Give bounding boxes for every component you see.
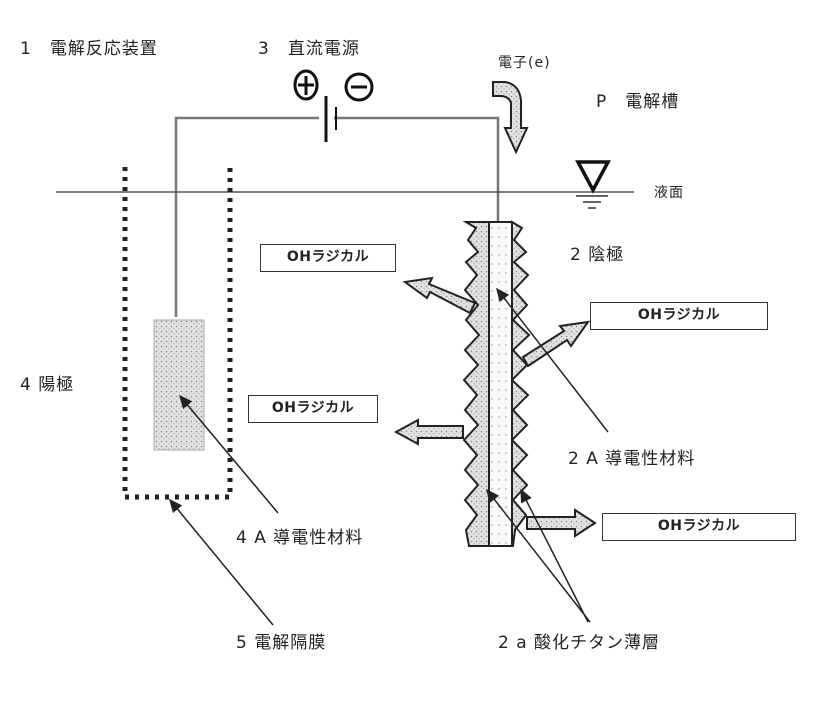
anode-label: 4 陽極 — [20, 375, 75, 395]
oh-radical-box-lower-right: OHラジカル — [602, 513, 796, 541]
oh-radical-arrow-upper-right — [521, 320, 591, 368]
circuit-wire — [174, 116, 500, 317]
oh-radical-box-mid-left: OHラジカル — [248, 395, 378, 423]
plus-terminal-icon — [293, 69, 319, 101]
minus-terminal-icon — [344, 72, 374, 102]
anode-conductive-material — [153, 319, 205, 451]
oh-radical-box-upper-right: OHラジカル — [590, 302, 768, 330]
leader-membrane — [169, 498, 274, 626]
tank-label: P 電解槽 — [596, 92, 680, 112]
apparatus-label: 1 電解反応装置 — [20, 39, 158, 59]
liquid-level-triangle-icon — [575, 160, 611, 209]
cathode-electrode — [462, 220, 531, 547]
electron-label: 電子(e) — [498, 55, 551, 71]
electron-flow-arrow-icon — [492, 81, 529, 155]
liquid-surface-label: 液面 — [654, 185, 684, 201]
leader-anode-conductive — [179, 394, 279, 514]
leader-titanium-oxide-b — [520, 488, 589, 623]
anode-conductive-material-label: 4 A 導電性材料 — [236, 528, 364, 548]
membrane-label: 5 電解隔膜 — [236, 633, 327, 653]
power-source-label: 3 直流電源 — [258, 39, 360, 59]
oh-radical-arrow-mid-left — [393, 418, 464, 446]
titanium-oxide-layer-label: 2 a 酸化チタン薄層 — [498, 633, 661, 653]
oh-radical-arrow-upper-left — [402, 276, 477, 315]
cathode-conductive-material-label: 2 A 導電性材料 — [568, 449, 696, 469]
oh-radical-box-upper-left: OHラジカル — [260, 244, 396, 272]
leader-cathode-conductive — [496, 287, 609, 433]
leader-titanium-oxide-a — [486, 488, 591, 623]
oh-radical-arrow-lower-right — [526, 508, 597, 538]
dc-power-source-battery — [324, 96, 337, 142]
electrolytic-membrane — [122, 167, 233, 500]
cathode-label: 2 陰極 — [570, 245, 625, 265]
